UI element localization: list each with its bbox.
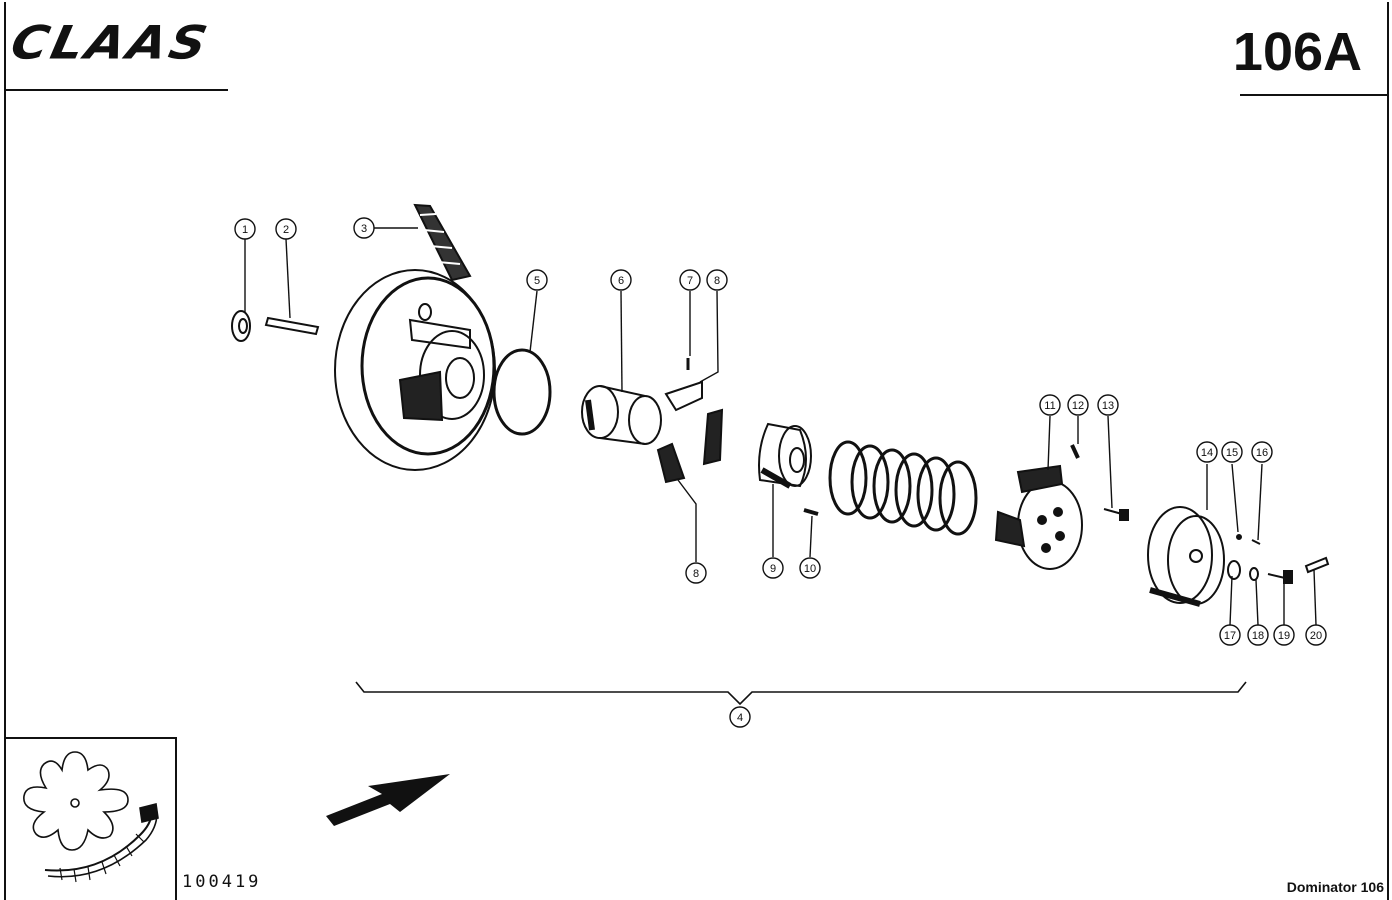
callout-5: 5 [526, 269, 548, 291]
callout-label: 2 [283, 224, 289, 236]
callout-label: 5 [534, 275, 540, 287]
callout-label: 15 [1226, 447, 1238, 459]
part-segments [656, 380, 724, 484]
callout-label: 11 [1044, 400, 1055, 412]
callout-10: 10 [799, 557, 821, 579]
callout-label: 18 [1252, 630, 1264, 642]
thumbnail-star-wheel [23, 751, 159, 883]
reference-number: 100419 [182, 872, 262, 892]
callout-label: 8 [714, 275, 720, 287]
callout-17: 17 [1219, 624, 1241, 646]
callout-label: 4 [737, 712, 743, 724]
callout-label: 13 [1102, 400, 1114, 412]
model-name: Dominator 106 [1286, 879, 1384, 895]
callout-label: 10 [804, 563, 816, 575]
callout-label: 6 [618, 275, 624, 287]
callout-label: 17 [1224, 630, 1236, 642]
part-spring [828, 440, 978, 536]
part-drum [1147, 506, 1225, 607]
part-stud-12 [1070, 444, 1080, 459]
assembly-bracket [355, 681, 1247, 706]
callout-9: 9 [762, 557, 784, 579]
callout-1: 1 [234, 218, 256, 240]
callout-label: 9 [770, 563, 776, 575]
part-key-pin [264, 316, 320, 336]
callout-14: 14 [1196, 441, 1218, 463]
direction-arrow [326, 774, 450, 826]
part-pin-10 [803, 508, 819, 516]
part-pulley [334, 203, 496, 471]
callout-20: 20 [1305, 624, 1327, 646]
sheet-number: 106A [1232, 22, 1362, 82]
callout-label: 1 [242, 224, 248, 236]
callout-12: 12 [1067, 394, 1089, 416]
part-bolt-13 [1103, 508, 1129, 521]
callout-8: 8 [685, 562, 707, 584]
callout-label: 7 [687, 275, 693, 287]
callout-2: 2 [275, 218, 297, 240]
callout-7: 7 [679, 269, 701, 291]
callout-11: 11 [1039, 394, 1061, 416]
callout-8: 8 [706, 269, 728, 291]
leader-lines [244, 227, 1317, 626]
callout-label: 14 [1201, 447, 1213, 459]
callout-13: 13 [1097, 394, 1119, 416]
part-small-hardware [1227, 534, 1330, 584]
part-o-ring [492, 348, 552, 436]
callout-6: 6 [610, 269, 632, 291]
callout-16: 16 [1251, 441, 1273, 463]
callout-19: 19 [1273, 624, 1295, 646]
callout-4: 4 [729, 706, 751, 728]
thumbnail-box [5, 737, 177, 900]
callout-label: 12 [1072, 400, 1084, 412]
callout-label: 3 [361, 223, 367, 235]
part-washer [231, 310, 251, 342]
callout-label: 20 [1310, 630, 1322, 642]
part-sleeve [581, 385, 662, 445]
callout-3: 3 [353, 217, 375, 239]
callout-18: 18 [1247, 624, 1269, 646]
callout-15: 15 [1221, 441, 1243, 463]
part-flange [994, 464, 1083, 570]
part-hub [758, 422, 812, 489]
callout-label: 8 [693, 568, 699, 580]
callout-label: 19 [1278, 630, 1290, 642]
callout-label: 16 [1256, 447, 1268, 459]
